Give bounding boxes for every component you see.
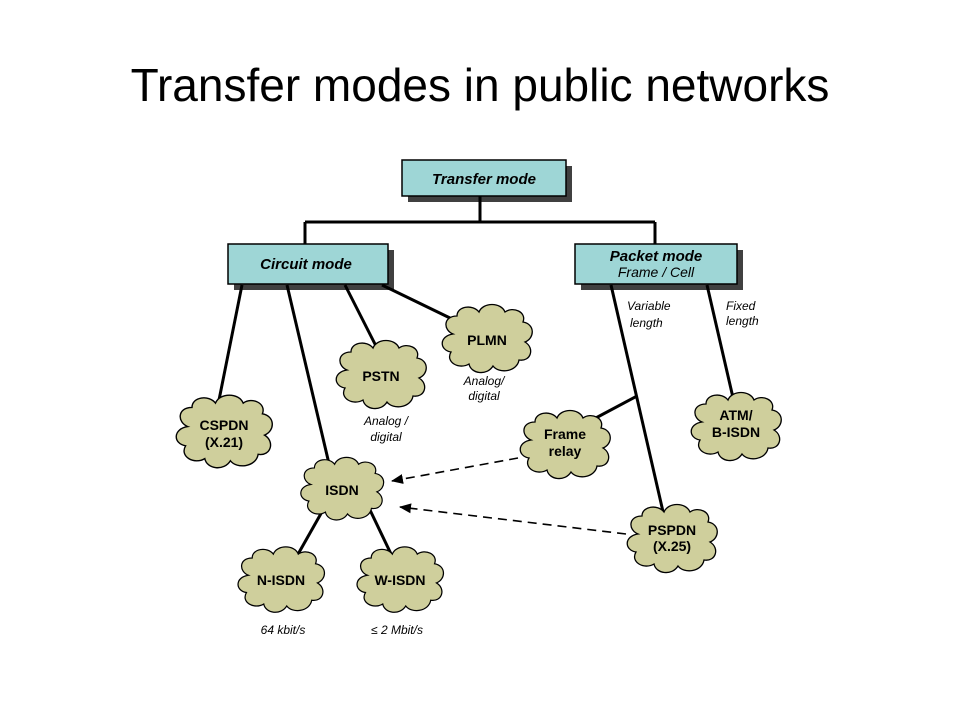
circuit-mode-label: Circuit mode bbox=[260, 256, 352, 273]
variable-length-note-1: Variable bbox=[627, 299, 671, 313]
plmn-cloud: PLMN bbox=[441, 303, 533, 374]
notes: Analog/ digital Analog / digital Variabl… bbox=[261, 299, 759, 637]
pstn-cloud: PSTN bbox=[335, 339, 427, 410]
w-isdn-cloud: W-ISDN bbox=[356, 546, 445, 613]
plmn-label: PLMN bbox=[467, 332, 507, 348]
pspdn-sublabel: (X.25) bbox=[653, 538, 691, 554]
frame-relay-label: Frame bbox=[544, 426, 586, 442]
atm-label: ATM/ bbox=[719, 407, 752, 423]
w-isdn-rate-note: ≤ 2 Mbit/s bbox=[371, 623, 423, 637]
transfer-mode-label: Transfer mode bbox=[432, 171, 536, 188]
n-isdn-label: N-ISDN bbox=[257, 572, 305, 588]
w-isdn-label: W-ISDN bbox=[374, 572, 425, 588]
n-isdn-cloud: N-ISDN bbox=[237, 546, 326, 613]
plmn-note-2: digital bbox=[468, 389, 500, 403]
fixed-length-note-2: length bbox=[726, 314, 759, 328]
isdn-label: ISDN bbox=[325, 482, 358, 498]
pstn-note-1: Analog / bbox=[363, 414, 410, 428]
isdn-cloud: ISDN bbox=[300, 456, 385, 521]
packet-mode-sublabel: Frame / Cell bbox=[618, 264, 695, 280]
circuit-mode-box: Circuit mode bbox=[227, 243, 394, 290]
packet-mode-label: Packet mode bbox=[610, 248, 703, 265]
dashed-arrows bbox=[391, 457, 627, 535]
pspdn-cloud: PSPDN (X.25) bbox=[626, 503, 718, 574]
connector-lines bbox=[216, 196, 736, 557]
n-isdn-rate-note: 64 kbit/s bbox=[261, 623, 306, 637]
slide-title: Transfer modes in public networks bbox=[130, 59, 830, 111]
cspdn-cloud: CSPDN (X.21) bbox=[175, 394, 273, 469]
fixed-length-note-1: Fixed bbox=[726, 299, 756, 313]
frame-relay-sublabel: relay bbox=[549, 443, 582, 459]
plmn-note-1: Analog/ bbox=[463, 374, 506, 388]
cspdn-label: CSPDN bbox=[199, 417, 248, 433]
pstn-label: PSTN bbox=[362, 368, 399, 384]
pstn-note-2: digital bbox=[370, 430, 402, 444]
transfer-mode-box: Transfer mode bbox=[401, 159, 572, 202]
cspdn-sublabel: (X.21) bbox=[205, 434, 243, 450]
pspdn-label: PSPDN bbox=[648, 522, 696, 538]
atm-cloud: ATM/ B-ISDN bbox=[690, 391, 782, 462]
packet-mode-box: Packet mode Frame / Cell bbox=[574, 243, 743, 290]
variable-length-note-2: length bbox=[630, 316, 663, 330]
atm-sublabel: B-ISDN bbox=[712, 424, 760, 440]
frame-relay-cloud: Frame relay bbox=[519, 409, 611, 480]
